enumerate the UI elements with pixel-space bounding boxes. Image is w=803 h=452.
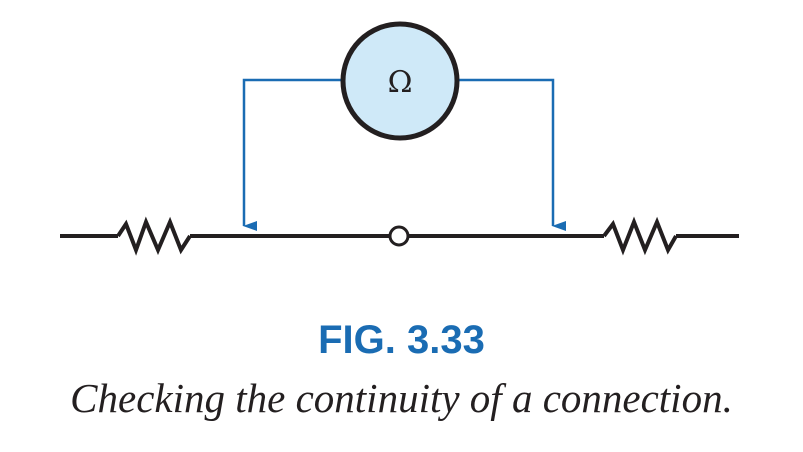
right-resistor <box>602 216 678 256</box>
connection-point <box>388 225 410 247</box>
right-probe-lead <box>457 78 566 231</box>
ohmmeter <box>340 21 460 141</box>
figure-caption: Checking the continuity of a connection. <box>70 375 733 421</box>
continuity-check-diagram: Ω <box>60 21 739 256</box>
left-resistor <box>116 216 192 256</box>
ohm-symbol: Ω <box>388 65 413 100</box>
figure-number: FIG. 3.33 <box>318 318 485 362</box>
left-probe-lead <box>242 78 342 231</box>
